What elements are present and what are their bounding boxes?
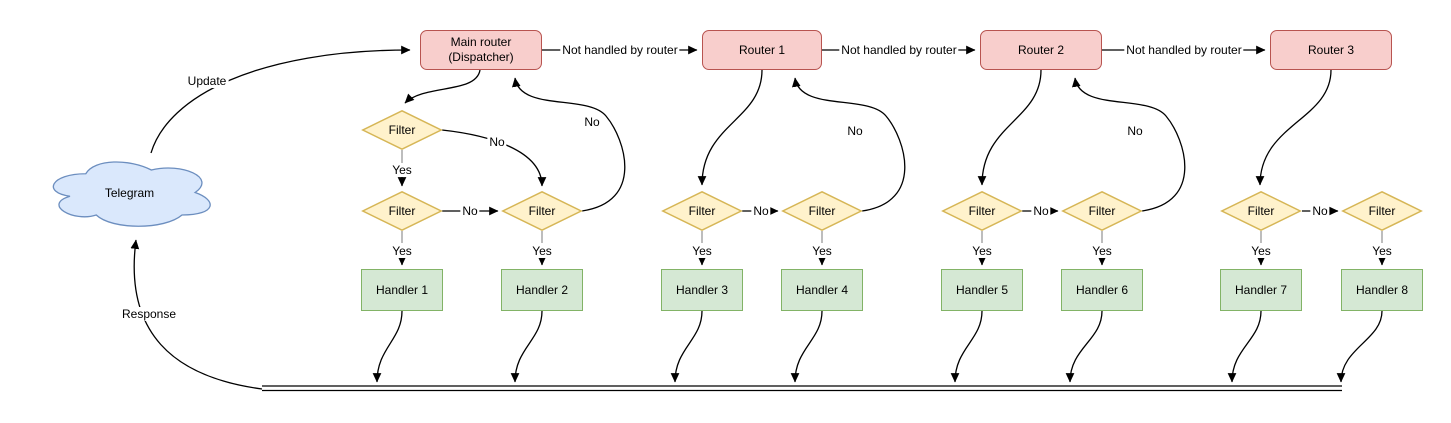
router3-down-edge	[1255, 69, 1332, 186]
handler-6-node: Handler 6	[1061, 269, 1143, 311]
response-label: Response	[119, 307, 179, 321]
dispatcher-down-edge	[404, 69, 481, 104]
handler-2-drop-edge	[510, 310, 543, 383]
handler-5-node: Handler 5	[941, 269, 1023, 311]
diamond-shape	[661, 190, 743, 232]
filter-label: Filter	[388, 123, 416, 137]
router-2-label: Router 2	[1017, 42, 1065, 57]
router2-filter-left: Filter	[941, 190, 1023, 232]
filter-a-no-edge	[441, 129, 547, 187]
yes-label-3: Yes	[690, 244, 714, 258]
filter-label: Filter	[808, 204, 836, 218]
handler-7-drop-edge	[1227, 310, 1262, 383]
no-label-pair-1: No	[460, 204, 480, 218]
telegram-label: Telegram	[104, 185, 155, 200]
handler-5-label: Handler 5	[955, 283, 1009, 297]
router-1-label: Router 1	[738, 42, 786, 57]
handler-1-label: Handler 1	[375, 283, 429, 297]
no-label-return-1: No	[582, 115, 602, 129]
yes-label-5: Yes	[970, 244, 994, 258]
diamond-shape	[781, 190, 863, 232]
no-return-edge-3	[1071, 77, 1186, 212]
router3-filter-right: Filter	[1341, 190, 1423, 232]
handler-2-label: Handler 2	[515, 283, 569, 297]
diamond-shape	[1220, 190, 1302, 232]
router1-filter-right: Filter	[781, 190, 863, 232]
router-3-label: Router 3	[1307, 42, 1355, 57]
no-return-edge-1	[511, 77, 626, 212]
handler-1-node: Handler 1	[361, 269, 443, 311]
update-edge	[150, 45, 411, 154]
yes-label-a: Yes	[390, 163, 414, 177]
main-router-label-line2: (Dispatcher)	[448, 50, 514, 64]
no-label-pair-3: No	[1031, 204, 1051, 218]
no-label-a-c: No	[487, 135, 507, 149]
handler-6-drop-edge	[1065, 310, 1103, 383]
handler-1-drop-edge	[372, 310, 403, 383]
diamond-shape	[501, 190, 583, 232]
handler-3-node: Handler 3	[661, 269, 743, 311]
diamond-shape	[1061, 190, 1143, 232]
handler-3-drop-edge	[670, 310, 703, 383]
main-router-label-line1: Main router	[450, 35, 512, 49]
not-handled-label-2: Not handled by router	[839, 43, 959, 57]
response-edge	[130, 239, 263, 390]
filter-label: Filter	[1368, 204, 1396, 218]
telegram-cloud-node: Telegram	[42, 155, 217, 230]
yes-label-8: Yes	[1370, 244, 1394, 258]
handler-8-drop-edge	[1336, 310, 1383, 383]
no-label-return-2: No	[845, 124, 865, 138]
dispatcher-filter-top: Filter	[361, 109, 443, 151]
cloud-shape	[52, 161, 211, 227]
filter-label: Filter	[1247, 204, 1275, 218]
router1-filter-left: Filter	[661, 190, 743, 232]
router2-filter-right: Filter	[1061, 190, 1143, 232]
dispatcher-filter-left: Filter	[361, 190, 443, 232]
yes-label-6: Yes	[1090, 244, 1114, 258]
handler-4-drop-edge	[790, 310, 823, 383]
filter-label: Filter	[968, 204, 996, 218]
router-2-node: Router 2	[980, 30, 1102, 70]
router-1-node: Router 1	[702, 30, 822, 70]
handler-4-node: Handler 4	[781, 269, 863, 311]
yes-label-4: Yes	[810, 244, 834, 258]
no-label-return-3: No	[1125, 124, 1145, 138]
yes-label-7: Yes	[1249, 244, 1273, 258]
main-router-node: Main router (Dispatcher)	[420, 30, 542, 70]
no-return-edge-2	[791, 77, 906, 212]
diamond-shape	[361, 109, 443, 151]
update-label: Update	[185, 74, 229, 88]
handler-7-node: Handler 7	[1220, 269, 1302, 311]
no-label-pair-2: No	[751, 204, 771, 218]
filter-label: Filter	[528, 204, 556, 218]
handler-5-drop-edge	[950, 310, 983, 383]
yes-label-2: Yes	[530, 244, 554, 258]
diamond-shape	[1341, 190, 1423, 232]
handler-2-node: Handler 2	[501, 269, 583, 311]
no-label-pair-4: No	[1310, 204, 1330, 218]
not-handled-label-1: Not handled by router	[560, 43, 680, 57]
diamond-shape	[941, 190, 1023, 232]
handler-8-node: Handler 8	[1341, 269, 1423, 311]
handler-8-label: Handler 8	[1355, 283, 1409, 297]
router3-filter-left: Filter	[1220, 190, 1302, 232]
filter-label: Filter	[388, 204, 416, 218]
not-handled-label-3: Not handled by router	[1124, 43, 1244, 57]
filter-label: Filter	[1088, 204, 1116, 218]
yes-label-1: Yes	[390, 244, 414, 258]
router1-down-edge	[697, 69, 763, 186]
diamond-shape	[361, 190, 443, 232]
dispatcher-filter-right: Filter	[501, 190, 583, 232]
filter-label: Filter	[688, 204, 716, 218]
handler-7-label: Handler 7	[1234, 283, 1288, 297]
handler-3-label: Handler 3	[675, 283, 729, 297]
router-3-node: Router 3	[1270, 30, 1392, 70]
router2-down-edge	[977, 69, 1042, 186]
handler-4-label: Handler 4	[795, 283, 849, 297]
handler-6-label: Handler 6	[1075, 283, 1129, 297]
